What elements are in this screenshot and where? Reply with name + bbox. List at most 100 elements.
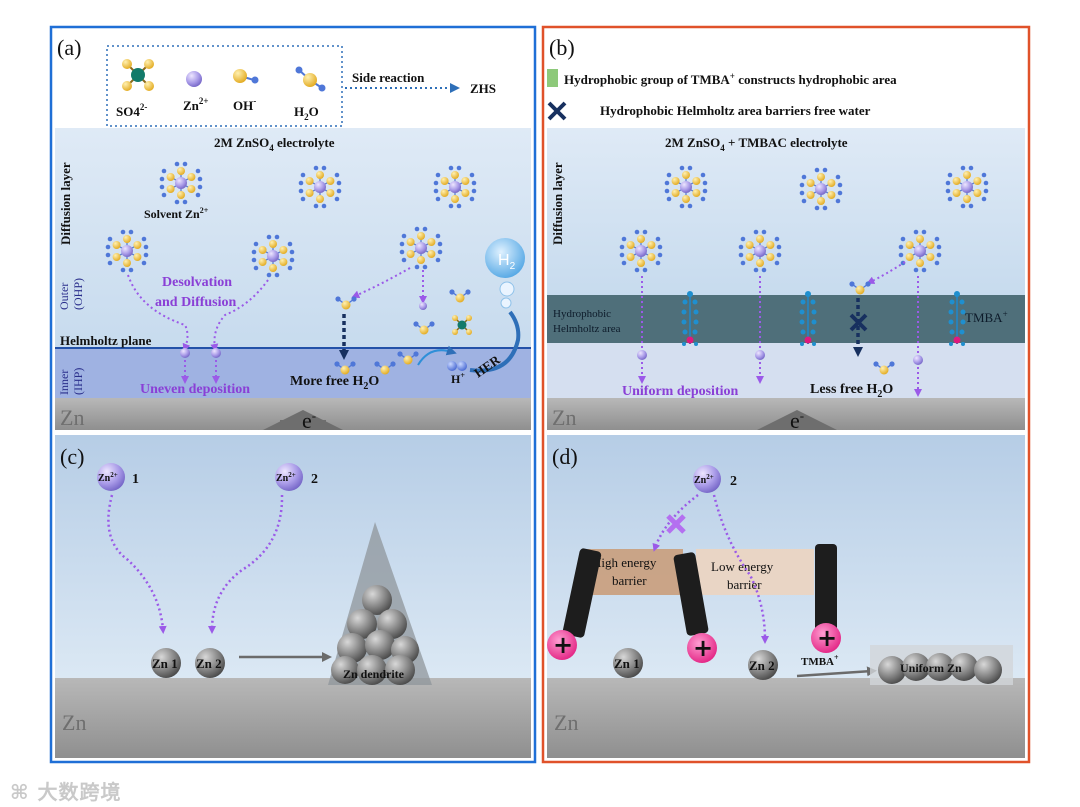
side-reaction-label: Side reaction [352,70,425,85]
zn-dendrite [331,585,419,685]
inner-ihp-label: Inner [57,370,71,395]
svg-text:2M ZnSO4 + TMBAC electrolyte: 2M ZnSO4 + TMBAC electrolyte [665,135,848,153]
tmba-label-d: TMBA [801,656,834,668]
panel-b: (b) Hydrophobic group of TMBA+ construct… [541,25,1031,764]
blocked-path-cross-icon [666,514,686,534]
zn-substrate-d [547,678,1025,758]
electrolyte-label-b: 2M ZnSO [665,135,720,150]
zn-atom-2 [195,648,225,678]
barrier-cross-icon [547,101,567,121]
ion-path-2 [208,494,284,634]
less-free-water-label: Less free H [810,382,877,397]
diffusion-path-a2 [210,279,269,352]
high-barrier-label-1: High energy [592,555,657,570]
electron-label-a: e [302,408,312,433]
watermark-text: 大数跨境 [37,780,122,804]
hydroxide-legend-icon [233,69,259,84]
h2-bubble [485,238,525,278]
zn-ion [913,355,923,365]
panel-b-border [541,25,1031,764]
zn-atom-2-label: Zn 2 [196,656,222,671]
bubble [499,281,515,297]
uniform-zn-label: Uniform Zn [900,661,962,675]
zn-atom-1-label-d: Zn 1 [614,656,640,671]
panel-a-border [49,25,537,764]
zn-ion-2-d [693,465,721,493]
zn-atom-2-d [748,650,778,680]
water-legend-icon [295,66,326,92]
hydrophobic-legend-swatch [547,69,558,87]
zn-atom-2-label-d: Zn 2 [749,658,775,673]
desolvation-label-1: Desolvation [162,275,232,290]
zn-substrate-label-c: Zn [62,710,86,735]
svg-text:More free H2O: More free H2O [290,374,379,392]
legend-hydrophobic-group: Hydrophobic group of TMBA [564,72,730,87]
zn-ion [419,302,427,310]
more-free-water-label: More free H [290,374,363,389]
tmba-label-b: TMBA [965,310,1003,325]
legend-barrier-water: Hydrophobic Helmholtz area barriers free… [600,103,871,118]
high-barrier-label-2: barrier [612,573,647,588]
zn-ion-2 [275,463,303,491]
watermark: ⌘ 大数跨境 [10,776,122,805]
panel-a: (a) SO42- Zn2+ OH- H2O Side reaction [49,25,537,764]
low-barrier-label-2: barrier [727,577,762,592]
desolvation-label-2: and Diffusion [155,295,237,310]
ihp-region-b [547,343,1025,398]
tmba-chain-2: + [673,552,717,663]
svg-text:e-: e- [302,408,316,433]
outer-ohp-label: Outer [57,283,71,310]
zn-atom-1-d [613,648,643,678]
zn-ion [180,348,190,358]
svg-text:H2O: H2O [294,104,319,122]
electron-arrow-b [757,410,837,430]
preferred-path [712,494,769,644]
so4-label: SO4 [116,104,140,119]
panel-b-label: (b) [549,35,575,60]
panel-d-label: (d) [552,444,578,469]
hydrophobic-helmholtz-band [547,295,1025,343]
h2-bubble-label: H [498,252,510,269]
hydrophobic-area-label-2: Helmholtz area [553,323,621,335]
h-plus-label: H [451,372,461,386]
zn-ion [755,350,765,360]
uniform-growth-arrow [796,666,877,678]
svg-text:Zn2+: Zn2+ [276,471,296,484]
hydrophobic-area-label-1: Hydrophobic [553,308,611,320]
outer-ohp-label-2: (OHP) [71,278,85,310]
solvent-zn-label: Solvent Zn [144,207,200,221]
uniform-deposition-label: Uniform deposition [622,384,739,399]
her-path [469,310,521,373]
svg-text:+: + [817,624,837,652]
sulfate-legend-icon [122,59,154,91]
diffusion-layer-label-b: Diffusion layer [550,162,565,245]
proton [457,361,467,371]
svg-text:Zn2+: Zn2+ [183,96,209,113]
diffusion-layer-label-a: Diffusion layer [58,162,73,245]
svg-text:Less free H2O: Less free H2O [810,382,893,400]
zn-substrate-label-b: Zn [552,405,576,430]
sulfate-ion [452,315,472,335]
zn-substrate-label-d: Zn [554,710,578,735]
zn-ion-legend-icon [186,71,202,87]
svg-text:e-: e- [790,408,804,433]
panel-a-label: (a) [57,35,81,60]
zn-legend-label: Zn [183,98,200,113]
dendrite-label: Zn dendrite [343,667,405,681]
svg-text:OH-: OH- [233,96,256,113]
svg-text:SO42-: SO42- [116,102,147,119]
ihp-region [55,348,531,398]
zn-substrate-label-a: Zn [60,405,84,430]
legend-box [106,45,343,127]
zn-ion [211,348,221,358]
tmba-chain-3: + [811,544,841,653]
ion-path-1 [107,494,167,634]
svg-text:+: + [693,634,713,662]
low-barrier-label-1: Low energy [711,559,774,574]
zn-ion-2-number: 2 [311,472,318,487]
svg-text:Zn2+: Zn2+ [694,473,714,486]
electron-label-b: e [790,408,800,433]
helmholtz-plane-label: Helmholtz plane [60,333,152,348]
svg-text:Hydrophobic group of TMBA+ con: Hydrophobic group of TMBA+ constructs hy… [564,71,897,87]
